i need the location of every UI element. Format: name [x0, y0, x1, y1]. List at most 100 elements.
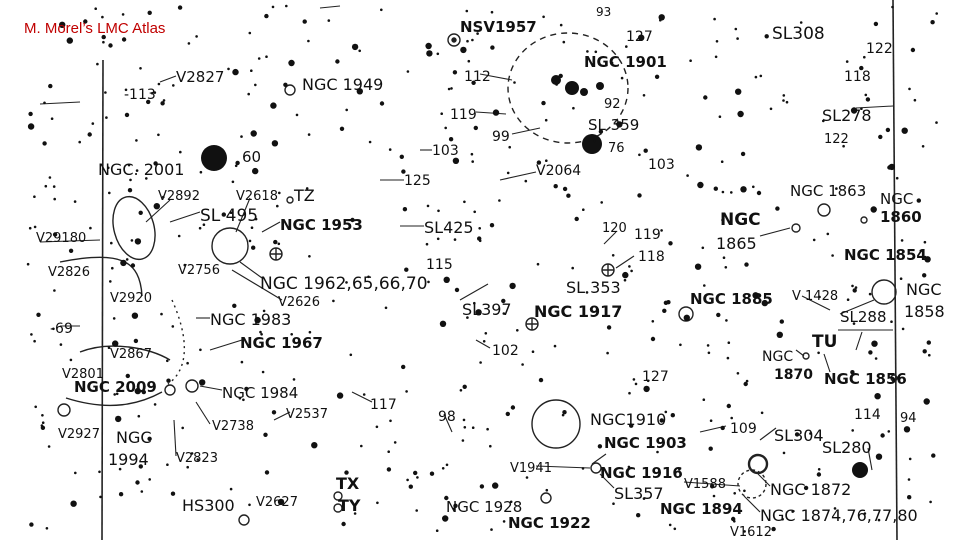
star-dot [292, 378, 296, 381]
star-dot [754, 75, 758, 79]
star-dot [399, 154, 404, 159]
chart-label: NGC 1856 [824, 370, 907, 388]
star-dot [581, 467, 585, 470]
star-dot [133, 338, 139, 344]
chart-label: 122 [866, 41, 893, 57]
star-dot [923, 398, 930, 405]
star-dot [140, 490, 144, 493]
star-dot [489, 444, 492, 448]
star-dot [571, 266, 574, 270]
star-dot [544, 118, 548, 122]
star-dot [538, 377, 544, 383]
star-dot [818, 295, 821, 299]
star-dot [562, 40, 566, 44]
star-dot [295, 113, 299, 117]
chart-label: V2823 [176, 451, 218, 466]
cluster-outline-ngc2001 [112, 195, 156, 261]
star-dot [482, 340, 486, 343]
star-dot [251, 245, 256, 250]
star-dot [490, 10, 494, 14]
star-dot [931, 453, 936, 458]
star-dot [148, 478, 151, 481]
chart-label: V1941 [510, 461, 552, 476]
star-dot [102, 40, 105, 44]
star-dot [443, 276, 450, 283]
star-dot [146, 99, 151, 105]
star-dot [179, 150, 182, 154]
star-dot [367, 275, 370, 279]
chart-label: 117 [370, 397, 397, 413]
star-dot [686, 174, 689, 177]
star-dot [725, 319, 728, 322]
chart-label: V2801 [62, 367, 104, 382]
star-dot [656, 450, 659, 454]
chart-label: 93 [596, 5, 612, 19]
star-dot [502, 520, 506, 523]
star-dot [668, 523, 672, 527]
star-dot [199, 348, 202, 352]
star-dot [620, 76, 624, 80]
star-dot [489, 223, 495, 228]
chart-label: V2867 [110, 347, 152, 362]
star-dot [630, 269, 633, 273]
star-dot [922, 273, 927, 278]
star-dot [107, 166, 110, 170]
star-dot [899, 277, 903, 281]
star-dot [112, 317, 116, 320]
star-dot [350, 217, 355, 223]
chart-label: 114 [854, 407, 881, 423]
star-dot [130, 263, 136, 268]
star-dot [835, 187, 838, 190]
star-dot [264, 13, 269, 19]
star-dot [413, 470, 418, 476]
chart-label: TU [812, 332, 838, 352]
chart-label: NGC [906, 280, 942, 299]
star-dot [252, 167, 259, 175]
star-dot [651, 320, 655, 323]
star-dot [452, 70, 458, 75]
star-dot [104, 91, 107, 94]
star-dot [305, 187, 309, 190]
star-dot [43, 101, 46, 105]
star-dot [181, 426, 184, 430]
chart-label: 118 [638, 249, 665, 265]
star-dot [141, 389, 146, 395]
star-dot [479, 484, 485, 489]
star-dot [642, 497, 646, 500]
chart-label: 103 [648, 157, 675, 173]
star-dot [415, 509, 419, 512]
star-dot [341, 521, 346, 527]
star-dot [506, 171, 510, 175]
star-dot [257, 57, 261, 60]
star-dot [384, 306, 388, 310]
chart-label: 1865 [716, 234, 757, 253]
star-dot [558, 73, 563, 79]
star-dot [874, 357, 878, 360]
star-dot [248, 239, 252, 243]
star-dot [89, 226, 92, 230]
star-dot [157, 133, 160, 137]
chart-label: SL357 [614, 484, 664, 503]
star-dot [199, 170, 203, 174]
star-dot [386, 467, 392, 472]
star-dot [721, 218, 724, 222]
star-dot [153, 161, 158, 166]
star-dot [924, 256, 931, 263]
chart-label: 118 [844, 69, 871, 85]
star-dot [670, 413, 675, 418]
star-dot [562, 186, 568, 192]
star-dot [782, 451, 786, 455]
star-dot [769, 107, 773, 111]
star-dot [852, 322, 856, 325]
star-dot [48, 83, 53, 89]
star-dot [812, 238, 816, 242]
star-dot [737, 110, 744, 118]
chart-label: V2627 [256, 495, 298, 510]
chart-label: 99 [492, 129, 510, 145]
star-dot [794, 432, 800, 437]
star-dot [247, 92, 250, 96]
chart-label: V29180 [36, 231, 87, 246]
star-dot [875, 453, 883, 460]
star-dot [887, 430, 891, 433]
